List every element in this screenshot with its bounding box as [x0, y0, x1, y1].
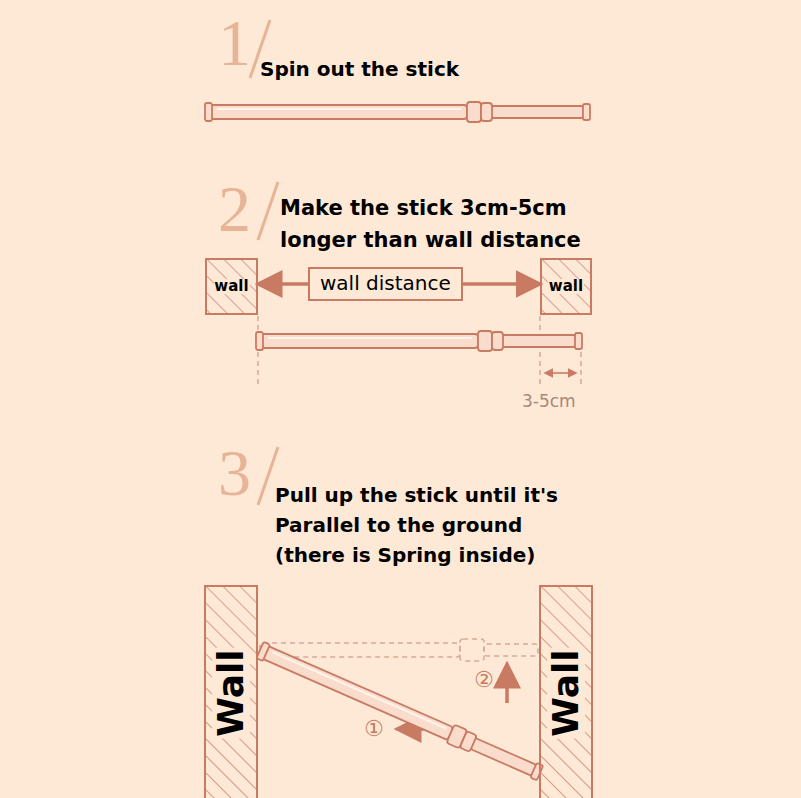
step-slash: [258, 182, 278, 240]
distance-arrow: [463, 282, 540, 286]
step-number: 2: [218, 176, 251, 242]
stick-shine: [268, 337, 472, 339]
step-number: 1: [218, 10, 251, 76]
motion-arrow: [505, 664, 509, 703]
stick-shine: [217, 108, 461, 110]
wall-label: wall: [213, 279, 249, 295]
dimension-arrow: [545, 372, 576, 374]
stick-part: [502, 335, 576, 347]
stick-part: [256, 332, 263, 350]
ghost-stick: [260, 639, 538, 661]
box-label: wall distance: [320, 270, 451, 297]
step-instruction: Make the stick 3cm-5cm longer than wall …: [280, 193, 628, 256]
stick-part: [467, 102, 481, 122]
hatch-fill: [542, 260, 590, 313]
stick-part: [575, 333, 582, 349]
stick-part: [491, 106, 584, 118]
wall-block: wall: [540, 258, 592, 315]
stick-part: [262, 646, 453, 740]
guide-line: [580, 352, 582, 386]
step-instruction: Pull up the stick until it's Parallel to…: [275, 480, 589, 570]
telescopic-stick: [256, 331, 582, 351]
distance-box: wall distance: [308, 267, 463, 301]
wall-block: wall: [205, 258, 258, 315]
callout-number: ①: [364, 716, 384, 742]
step-number: 3: [218, 440, 251, 506]
guide-line: [257, 316, 259, 386]
stick-part: [261, 334, 478, 348]
stick-part: [492, 332, 503, 350]
wall-block: Wall: [539, 585, 593, 798]
stick-shine: [272, 652, 446, 728]
stick-part: [470, 738, 537, 776]
hatch-fill: [541, 587, 591, 798]
telescopic-stick: [205, 102, 590, 122]
wall-label: Wall: [212, 647, 250, 738]
guide-line: [539, 316, 541, 386]
stick-part: [481, 103, 492, 121]
stick-part: [478, 331, 492, 351]
stick-part: [210, 105, 467, 119]
telescopic-stick: [256, 641, 544, 782]
callout-number: ②: [474, 667, 494, 693]
stick-part: [205, 103, 212, 121]
wall-label: Wall: [547, 647, 585, 738]
distance-arrow: [258, 282, 308, 286]
dimension-label: 3-5cm: [522, 391, 576, 411]
stick-part: [256, 642, 270, 661]
stick-part: [583, 104, 590, 120]
hatch-fill: [207, 260, 256, 313]
stick-part: [460, 731, 477, 752]
wall-label: wall: [548, 279, 584, 295]
step-instruction: Spin out the stick: [260, 54, 459, 84]
wall-block: Wall: [204, 585, 258, 798]
hatch-fill: [206, 587, 256, 798]
